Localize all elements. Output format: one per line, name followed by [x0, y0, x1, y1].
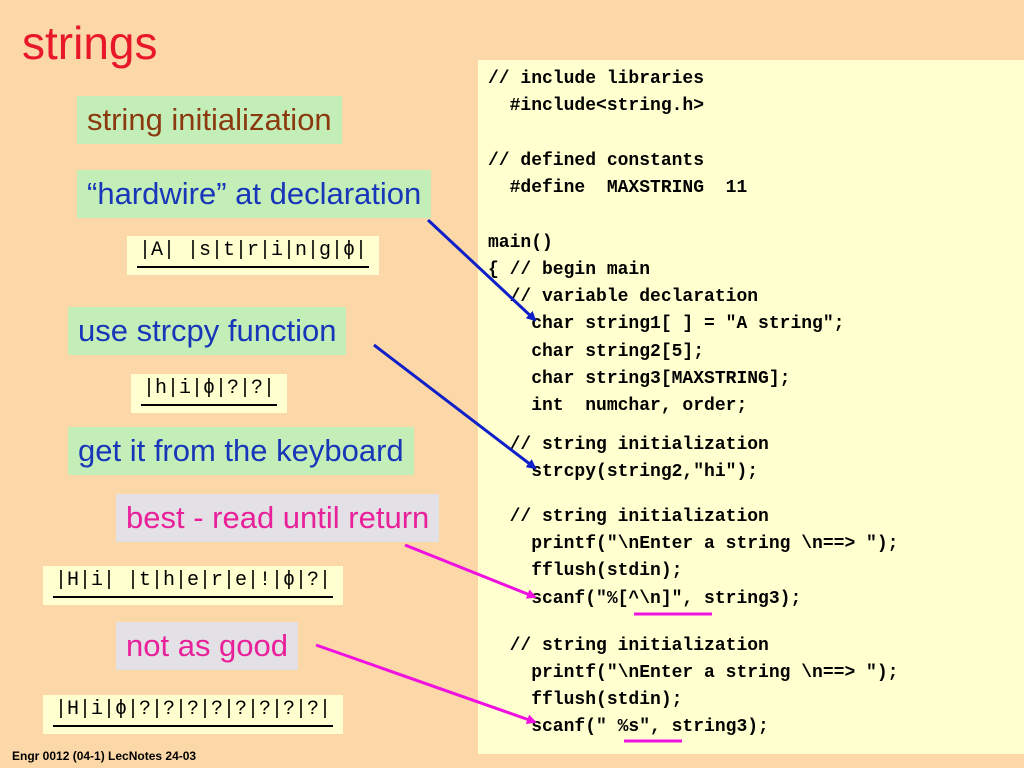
label-best-read: best - read until return [116, 494, 440, 542]
code-line: // defined constants [488, 151, 705, 171]
code-line: fflush(stdin); [488, 561, 683, 581]
code-line: scanf("%[^\n]", string3); [488, 589, 802, 609]
code-line: // string initialization [488, 507, 769, 527]
label-hardwire-declaration: “hardwire” at declaration [77, 170, 432, 218]
code-panel: // include libraries #include<string.h> … [478, 60, 1024, 754]
code-line: // string initialization [488, 636, 769, 656]
label-get-keyboard: get it from the keyboard [68, 427, 414, 475]
code-line: char string1[ ] = "A string"; [488, 314, 845, 334]
code-line: // variable declaration [488, 287, 759, 307]
code-line: fflush(stdin); [488, 690, 683, 710]
memory-not-good: |H|i|ϕ|?|?|?|?|?|?|?|?| [43, 695, 344, 734]
memory-hardwire-cells: |A| |s|t|r|i|n|g|ϕ| [137, 239, 370, 268]
label-not-as-good: not as good [116, 622, 299, 670]
code-line: strcpy(string2,"hi"); [488, 462, 759, 482]
memory-hardwire: |A| |s|t|r|i|n|g|ϕ| [127, 236, 380, 275]
code-line: main() [488, 233, 553, 253]
code-line: // string initialization [488, 435, 769, 455]
code-line: char string2[5]; [488, 342, 705, 362]
code-line: { // begin main [488, 260, 651, 280]
code-line: printf("\nEnter a string \n==> "); [488, 663, 899, 683]
code-line: // include libraries [488, 69, 705, 89]
code-line: scanf(" %s", string3); [488, 717, 769, 737]
memory-strcpy-cells: |h|i|ϕ|?|?| [141, 377, 278, 406]
slide-title: strings [22, 17, 158, 69]
memory-not-good-cells: |H|i|ϕ|?|?|?|?|?|?|?|?| [53, 698, 334, 727]
code-line: int numchar, order; [488, 396, 748, 416]
code-line: char string3[MAXSTRING]; [488, 369, 791, 389]
memory-strcpy: |h|i|ϕ|?|?| [131, 374, 288, 413]
slide-footer: Engr 0012 (04-1) LecNotes 24-03 [12, 749, 197, 763]
code-line: printf("\nEnter a string \n==> "); [488, 534, 899, 554]
label-string-initialization: string initialization [77, 96, 342, 144]
code-line: #include<string.h> [488, 96, 705, 116]
label-use-strcpy: use strcpy function [68, 307, 347, 355]
memory-best-cells: |H|i| |t|h|e|r|e|!|ϕ|?| [53, 569, 334, 598]
memory-best: |H|i| |t|h|e|r|e|!|ϕ|?| [43, 566, 344, 605]
code-line: #define MAXSTRING 11 [488, 178, 748, 198]
